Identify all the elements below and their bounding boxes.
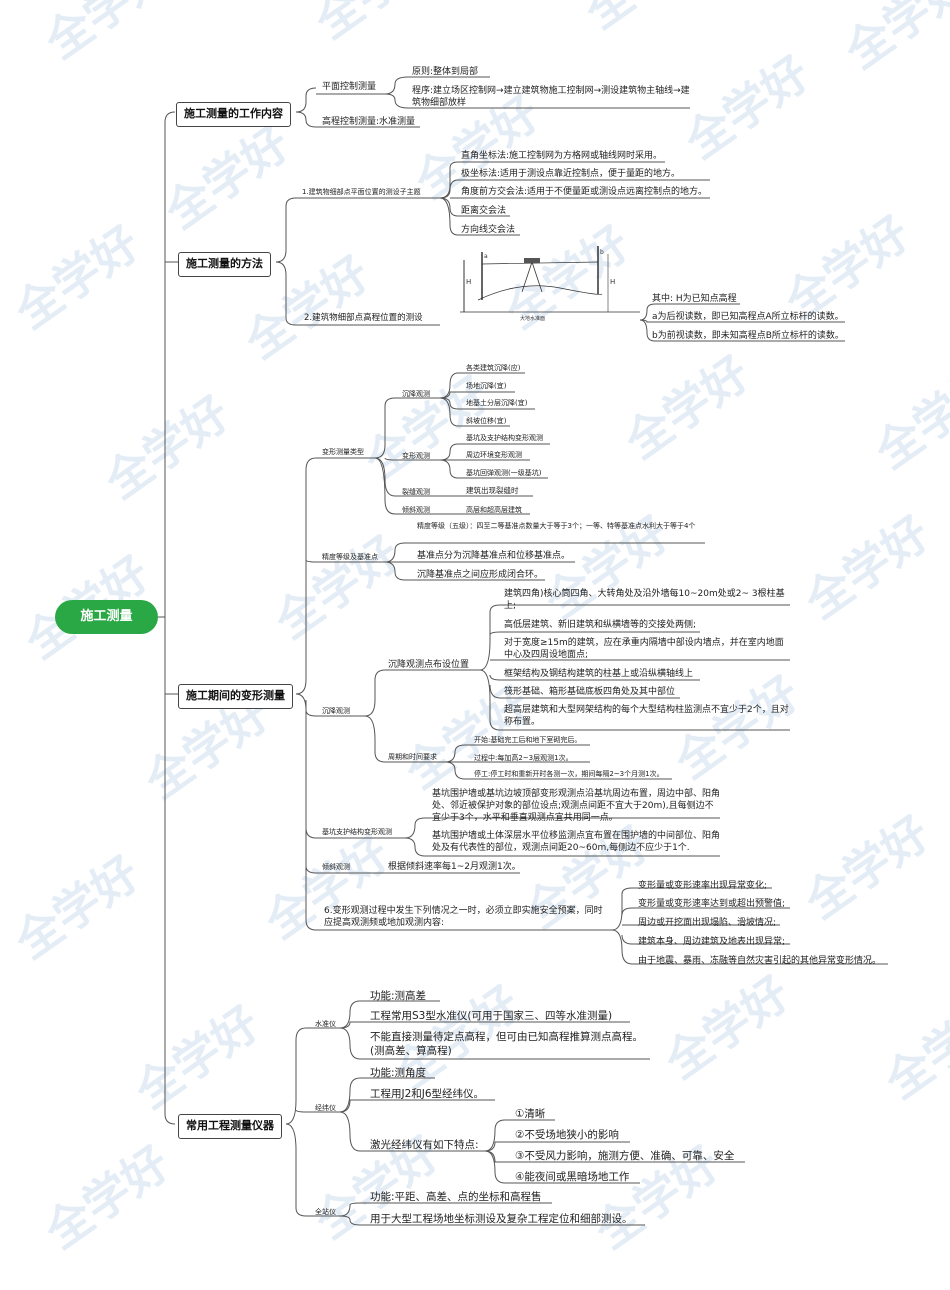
method-direction-intersection[interactable]: 方向线交会法 <box>461 225 516 235</box>
laser-feature-1[interactable]: ①清晰 <box>515 1108 546 1120</box>
laser-feature-2[interactable]: ②不受场地狭小的影响 <box>515 1129 619 1141</box>
period-node[interactable]: 周期和时间要求 <box>388 753 437 761</box>
level-item-1[interactable]: 功能:测高差 <box>370 990 427 1002</box>
branch-work-content[interactable]: 施工测量的工作内容 <box>176 102 291 127</box>
level-item-3[interactable]: 不能直接测量待定点高程，但可由已知高程推算测点高程。(测高差、算高程) <box>370 1031 643 1058</box>
method-distance-intersection[interactable]: 距离交会法 <box>461 206 507 216</box>
layout-item-3[interactable]: 对于宽度≥15m的建筑，应在承重内隔墙中部设内墙点，并在室内地面中心及四周设地面… <box>504 638 784 661</box>
principle-node[interactable]: 原则:整体到局部 <box>412 67 479 77</box>
note-a[interactable]: a为后视读数，即已知高程点A所立标杆的读数。 <box>652 312 844 322</box>
svg-text:a: a <box>484 253 488 260</box>
svg-text:b: b <box>600 249 604 256</box>
tilt-obs-value[interactable]: 高层和超高层建筑 <box>466 506 522 514</box>
deform-item-3[interactable]: 基坑回弹观测(一级基坑) <box>466 469 542 477</box>
method-rectangular[interactable]: 直角坐标法:施工控制网为方格网或轴线网时采用。 <box>461 151 663 161</box>
leveling-diagram: H H a b 大地水准面 <box>460 246 640 322</box>
pit-item-1[interactable]: 基坑围护墙或基坑边坡顶部变形观测点沿基坑周边布置，周边中部、阳角处、邻近被保护对… <box>432 789 721 824</box>
branch-methods[interactable]: 施工测量的方法 <box>178 252 271 277</box>
layout-node[interactable]: 沉降观测点布设位置 <box>388 660 470 670</box>
plane-control-node[interactable]: 平面控制测量 <box>322 82 377 92</box>
layout-item-6[interactable]: 超高层建筑和大型网架结构的每个大型结构柱监测点不宜少于2个，且对称布置。 <box>504 705 789 728</box>
warning-item-2[interactable]: 变形量或变形速率达到或超出预警值; <box>638 899 786 909</box>
settle-item-4[interactable]: 斜坡位移(宜) <box>466 417 507 425</box>
warning-item-4[interactable]: 建筑本身、周边建筑及地表出现异常; <box>638 937 786 947</box>
period-item-1[interactable]: 开始:基础完工后和地下室砌完后。 <box>474 736 582 744</box>
total-station-node[interactable]: 全站仪 <box>315 1208 336 1216</box>
level-node[interactable]: 水准仪 <box>315 1020 336 1028</box>
geoid-label: 大地水准面 <box>520 315 545 322</box>
settle-item-3[interactable]: 地基土分层沉降(宜) <box>466 399 528 407</box>
warning-item-1[interactable]: 变形量或变形速率出现异常变化; <box>638 881 768 891</box>
settle-item-1[interactable]: 各类建筑沉降(应) <box>466 364 521 372</box>
precision-item-1[interactable]: 精度等级（五级）：四至二等基准点数量大于等于3个；一等、特等基准点水利大于等于4… <box>417 522 696 530</box>
layout-item-1[interactable]: 建筑四角)核心筒四角、大转角处及沿外墙每10~20m处或2~ 3根柱基上; <box>504 589 785 612</box>
note-b[interactable]: b为前视读数，即未知高程点B所立标杆的读数。 <box>652 331 844 341</box>
precision-node[interactable]: 精度等级及基准点 <box>322 553 378 561</box>
program-node[interactable]: 程序:建立场区控制网→建立建筑物施工控制网→测设建筑物主轴线→建筑物细部放样 <box>412 86 690 109</box>
laser-feature-3[interactable]: ③不受风力影响，施测方便、准确、可靠、安全 <box>515 1150 735 1162</box>
pit-item-2[interactable]: 基坑围护墙或土体深层水平位移监测点宜布置在围护墙的中间部位、阳角处及有代表性的部… <box>432 831 721 854</box>
tilt-obs-node-2[interactable]: 倾斜观测 <box>322 863 350 871</box>
settle-item-2[interactable]: 场地沉降(宜) <box>466 382 507 390</box>
pit-support-node[interactable]: 基坑支护结构变形观测 <box>322 828 392 836</box>
precision-item-3[interactable]: 沉降基准点之间应形成闭合环。 <box>417 570 544 580</box>
crack-obs-value[interactable]: 建筑出现裂缝时 <box>466 486 519 495</box>
crack-obs-node[interactable]: 裂缝观测 <box>402 488 430 496</box>
branch-deformation[interactable]: 施工期间的变形测量 <box>178 684 293 709</box>
method-polar[interactable]: 极坐标法:适用于测设点靠近控制点，便于量距的地方。 <box>461 169 681 179</box>
level-item-2[interactable]: 工程常用S3型水准仪(可用于国家三、四等水准测量) <box>370 1010 613 1022</box>
svg-text:H: H <box>466 278 471 286</box>
settlement-obs-node-2[interactable]: 沉降观测 <box>322 707 350 715</box>
tilt-obs-rate[interactable]: 根据倾斜速率每1~2月观测1次。 <box>388 862 521 872</box>
note-H[interactable]: 其中: H为已知点高程 <box>652 294 737 304</box>
deform-obs-node[interactable]: 变形观测 <box>402 452 430 460</box>
elevation-position-node[interactable]: 2.建筑物细部点高程位置的测设 <box>304 313 423 323</box>
deform-types-node[interactable]: 变形测量类型 <box>322 448 364 456</box>
svg-text:H: H <box>610 278 615 286</box>
plane-position-node[interactable]: 1.建筑物细部点平面位置的测设子主题 <box>302 188 421 196</box>
deform-item-2[interactable]: 周边环境变形观测 <box>466 451 522 459</box>
method-angle-intersection[interactable]: 角度前方交会法:适用于不便量距或测设点远离控制点的地方。 <box>461 187 708 197</box>
layout-item-4[interactable]: 框架结构及钢结构建筑的柱基上或沿纵横轴线上 <box>504 669 694 679</box>
total-station-item-1[interactable]: 功能:平距、高差、点的坐标和高程售 <box>370 1191 542 1203</box>
precision-item-2[interactable]: 基准点分为沉降基准点和位移基准点。 <box>417 551 571 561</box>
layout-item-2[interactable]: 高低层建筑、新旧建筑和纵横墙等的交接处两侧; <box>504 620 697 630</box>
theodolite-item-2[interactable]: 工程用J2和J6型经纬仪。 <box>370 1088 485 1100</box>
elevation-control-node[interactable]: 高程控制测量:水准测量 <box>322 117 416 127</box>
theodolite-item-3[interactable]: 激光经纬仪有如下特点: <box>370 1139 479 1151</box>
theodolite-item-1[interactable]: 功能:测角度 <box>370 1067 427 1079</box>
warning-item-5[interactable]: 由于地震、暴雨、冻融等自然灾害引起的其他异常变形情况。 <box>638 956 882 966</box>
laser-feature-4[interactable]: ④能夜间或黑暗场地工作 <box>515 1171 630 1183</box>
warning-item-3[interactable]: 周边或开挖面出现塌陷、滑坡情况; <box>638 918 777 928</box>
period-item-2[interactable]: 过程中:每加高2~3层观测1次。 <box>474 754 573 762</box>
period-item-3[interactable]: 停工:停工时和重新开时各测一次，期间每隔2~3个月测1次。 <box>474 770 664 778</box>
deform-item-1[interactable]: 基坑及支护结构变形观测 <box>466 434 543 442</box>
theodolite-node[interactable]: 经纬仪 <box>315 1104 336 1112</box>
total-station-item-2[interactable]: 用于大型工程场地坐标测设及复杂工程定位和细部测设。 <box>370 1213 633 1225</box>
settlement-obs-node[interactable]: 沉降观测 <box>402 390 430 398</box>
warning-node[interactable]: 6.变形观测过程中发生下列情况之一时，必须立即实施安全预案，同时应提高观测频或地… <box>324 906 603 929</box>
layout-item-5[interactable]: 筏形基础、箱形基础底板四角处及其中部位 <box>504 687 676 697</box>
tilt-obs-node[interactable]: 倾斜观测 <box>402 506 430 514</box>
root-node[interactable]: 施工测量 <box>55 600 158 634</box>
branch-instruments[interactable]: 常用工程测量仪器 <box>178 1114 282 1139</box>
